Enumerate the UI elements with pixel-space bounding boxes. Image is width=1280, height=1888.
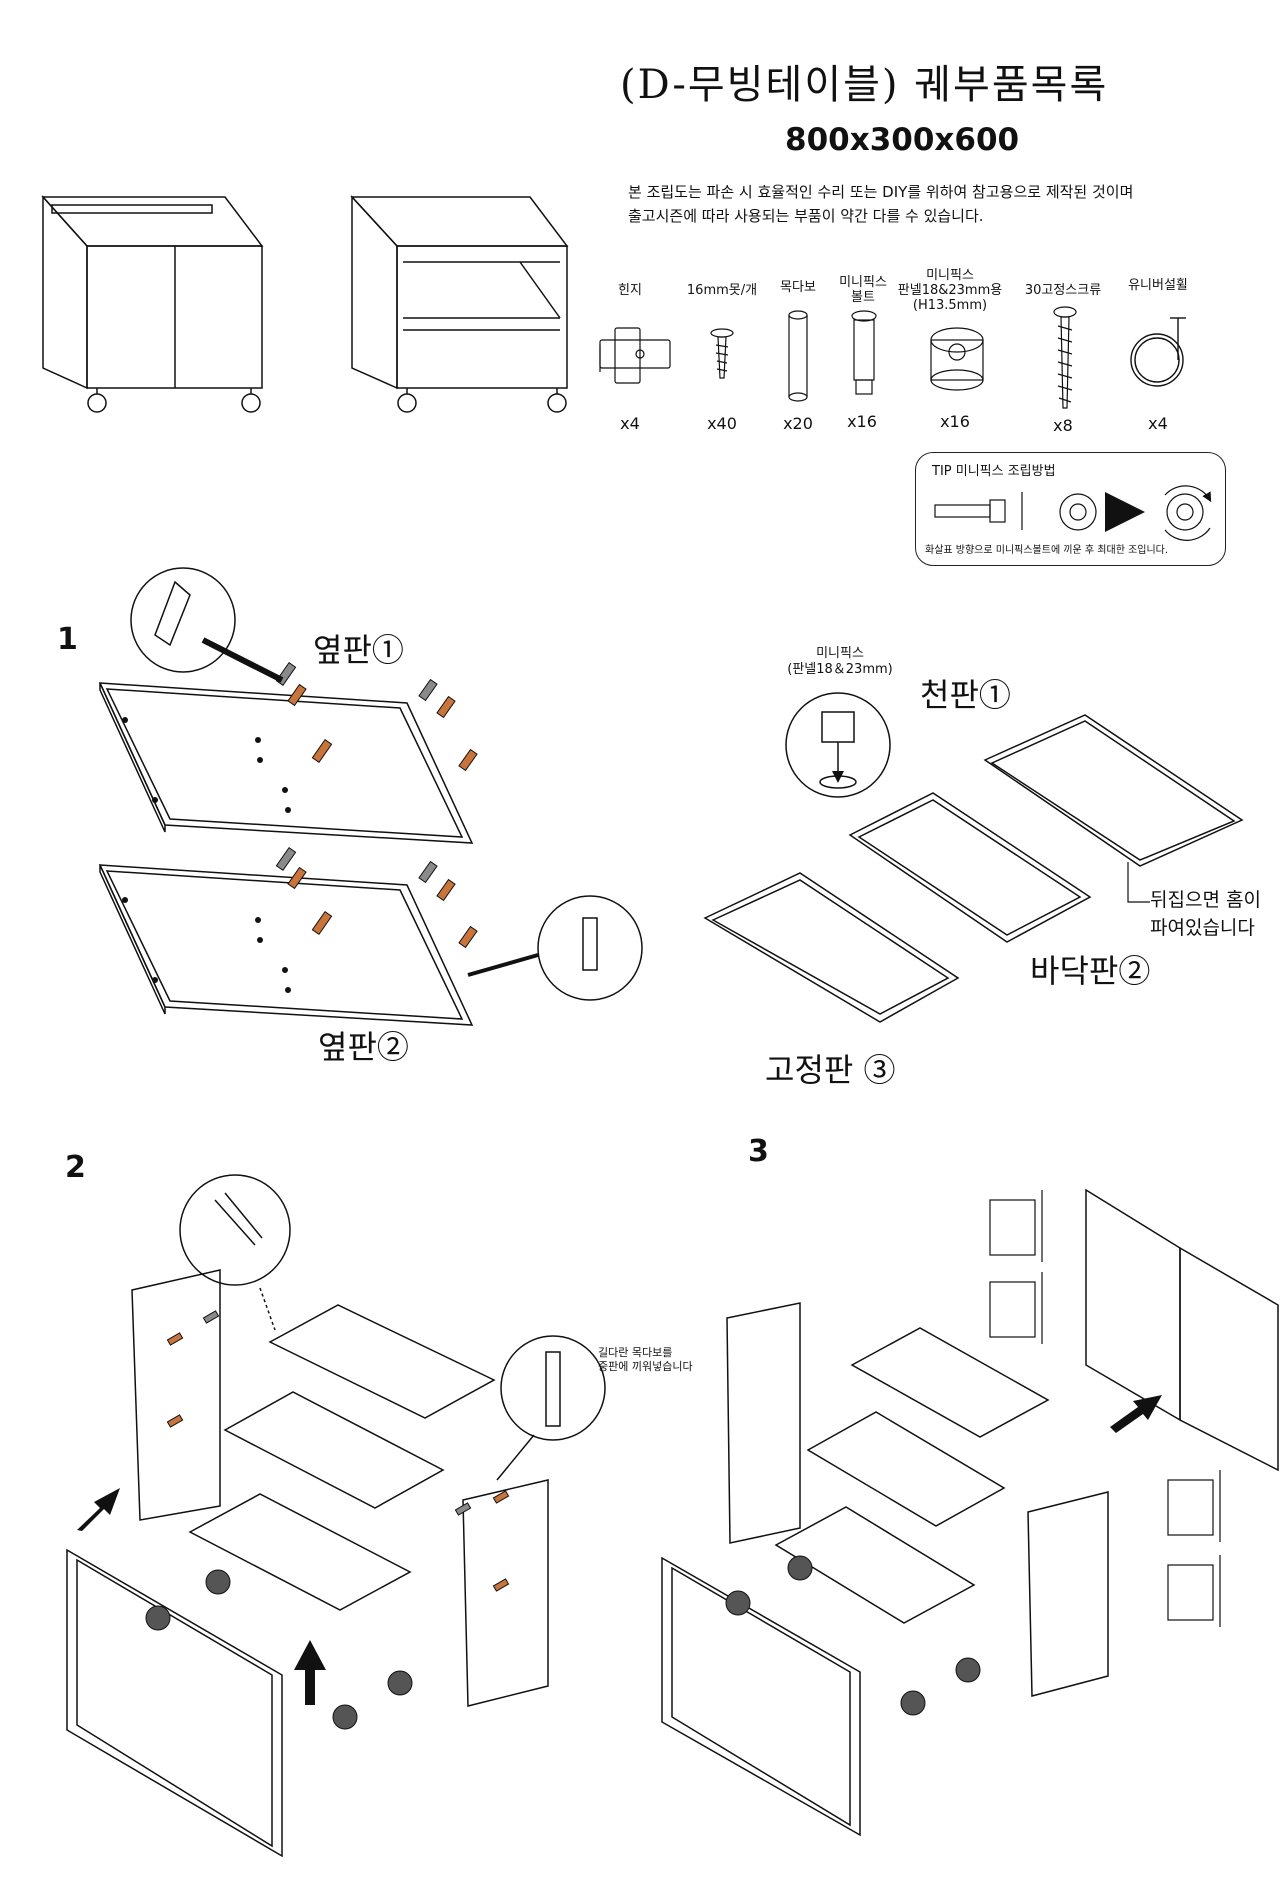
magnifier-dowel-step2: [179, 1174, 291, 1331]
part-qty-hinge: x4: [620, 414, 640, 433]
step-number-2: 2: [65, 1150, 86, 1185]
fixed-panel-illustration: [703, 872, 960, 1023]
step3-back-panel: [661, 1556, 861, 1837]
step3-arrow-left-icon: [1110, 1395, 1162, 1433]
part-label-long-screw: 30고정스크류: [1024, 283, 1102, 298]
step3-shelf-2: [806, 1411, 1006, 1527]
step-number-1: 1: [57, 622, 78, 657]
minifix-bolt-icon: [851, 310, 877, 395]
step2-casters: [145, 1569, 413, 1730]
step-number-3: 3: [748, 1134, 769, 1169]
part-label-hinge: 힌지: [618, 283, 642, 298]
wheel-icon: [1130, 317, 1186, 387]
part-qty-minifix-bolt: x16: [847, 412, 877, 431]
hinge-icon: [599, 327, 671, 384]
tip-illustration: [934, 485, 1212, 541]
part-label-screw: 16mm못/개: [686, 283, 758, 298]
part-qty-minifix-cam: x16: [940, 412, 970, 431]
label-fixed-panel: 고정판 ③: [765, 1051, 896, 1089]
side-panel-1-illustration: [98, 682, 474, 844]
tip-box: [915, 452, 1226, 566]
step2-door-panel: [66, 1548, 283, 1858]
screw-icon: [710, 328, 734, 379]
part-qty-long-screw: x8: [1053, 416, 1073, 435]
long-screw-icon: [1053, 306, 1077, 409]
step2-shelf-2: [223, 1391, 445, 1509]
part-label-dowel: 목다보: [780, 280, 816, 295]
label-side-panel-1: 옆판①: [313, 631, 404, 669]
minifix-cam-icon: [930, 327, 984, 391]
bottom-panel-illustration: [848, 792, 1092, 943]
step2-dowels: [166, 1310, 510, 1592]
tip-note: 화살표 방향으로 미니픽스볼트에 끼운 후 최대한 조입니다.: [925, 545, 1169, 556]
notice-line-2: 출고시즌에 따라 사용되는 부품이 약간 다를 수 있습니다.: [628, 207, 984, 225]
label-top-panel: 천판①: [920, 676, 1011, 714]
magnifier-bolt-step1-top: [130, 567, 284, 683]
step3-shelf-3: [774, 1506, 976, 1624]
dowel-note: 길다란 목다보를 중판에 끼워넣습니다: [598, 1346, 693, 1373]
magnifier-long-dowel-step2: [496, 1335, 606, 1481]
part-qty-wheel: x4: [1148, 414, 1168, 433]
minifix-note: 미니픽스 (판넬18＆23mm): [787, 646, 893, 677]
part-label-minifix-cam: 미니픽스 판넬18&23mm용 (H13.5mm): [897, 268, 1003, 313]
hole-note: 뒤집으면 홈이 파여있습니다: [1150, 889, 1261, 939]
step3-shelf-1: [850, 1327, 1050, 1438]
step3-right-side-panel: [1027, 1491, 1109, 1697]
step3-left-side-panel: [726, 1302, 801, 1544]
side-panel-2-illustration: [98, 864, 474, 1026]
cabinet-open-illustration: [350, 195, 569, 413]
part-label-minifix-bolt: 미니픽스 볼트: [839, 275, 887, 305]
part-qty-dowel: x20: [783, 414, 813, 433]
label-side-panel-2: 옆판②: [318, 1028, 409, 1066]
step2-right-side-panel: [462, 1479, 549, 1707]
cabinet-closed-illustration: [41, 195, 264, 413]
step3-casters: [725, 1555, 981, 1716]
step2-left-side-panel: [131, 1269, 221, 1521]
step2-shelf-3: [188, 1493, 412, 1611]
top-panel-illustration: [983, 714, 1244, 867]
magnifier-bolt-step1-bottom: [467, 895, 643, 1001]
step3-doors: [1085, 1188, 1279, 1472]
notice-text: 본 조립도는 파손 시 효율적인 수리 또는 DIY를 위하여 참고용으로 제작…: [628, 180, 1268, 228]
part-label-wheel: 유니버설휠: [1128, 278, 1188, 293]
side-panel-holes: [122, 717, 291, 993]
step3-hinges: [989, 1190, 1221, 1627]
step2-arrow-up-icon: [294, 1640, 326, 1705]
notice-line-1: 본 조립도는 파손 시 효율적인 수리 또는 DIY를 위하여 참고용으로 제작…: [628, 183, 1134, 201]
step2-arrow-left-icon: [77, 1488, 120, 1531]
magnifier-minifix-step1: [785, 692, 891, 798]
hole-note-leader: [1127, 862, 1150, 903]
page-title: (D-무빙테이블) 궤부품목록: [620, 62, 1109, 108]
label-bottom-panel: 바닥판②: [1030, 952, 1151, 990]
step2-shelf-1: [268, 1304, 496, 1419]
dimensions-label: 800x300x600: [785, 122, 1020, 158]
side-panel-dowels: [275, 661, 478, 949]
tip-title: TIP 미니픽스 조립방법: [932, 464, 1056, 479]
dowel-icon: [788, 310, 808, 402]
part-qty-screw: x40: [707, 414, 737, 433]
